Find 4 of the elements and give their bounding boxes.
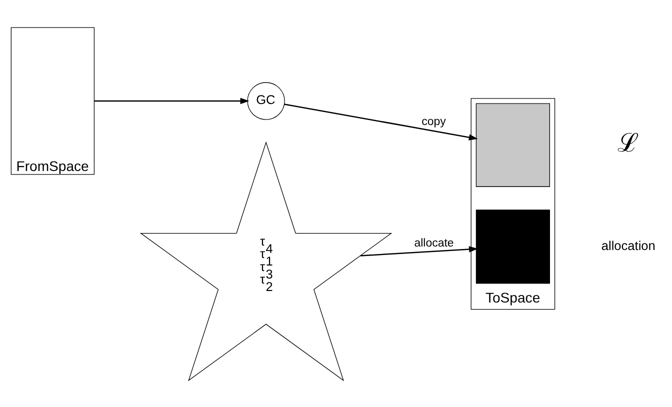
label: ℒ (618, 128, 639, 157)
edge-label: allocate (414, 236, 454, 249)
label: allocation (601, 237, 656, 252)
edge-label: copy (422, 115, 446, 128)
